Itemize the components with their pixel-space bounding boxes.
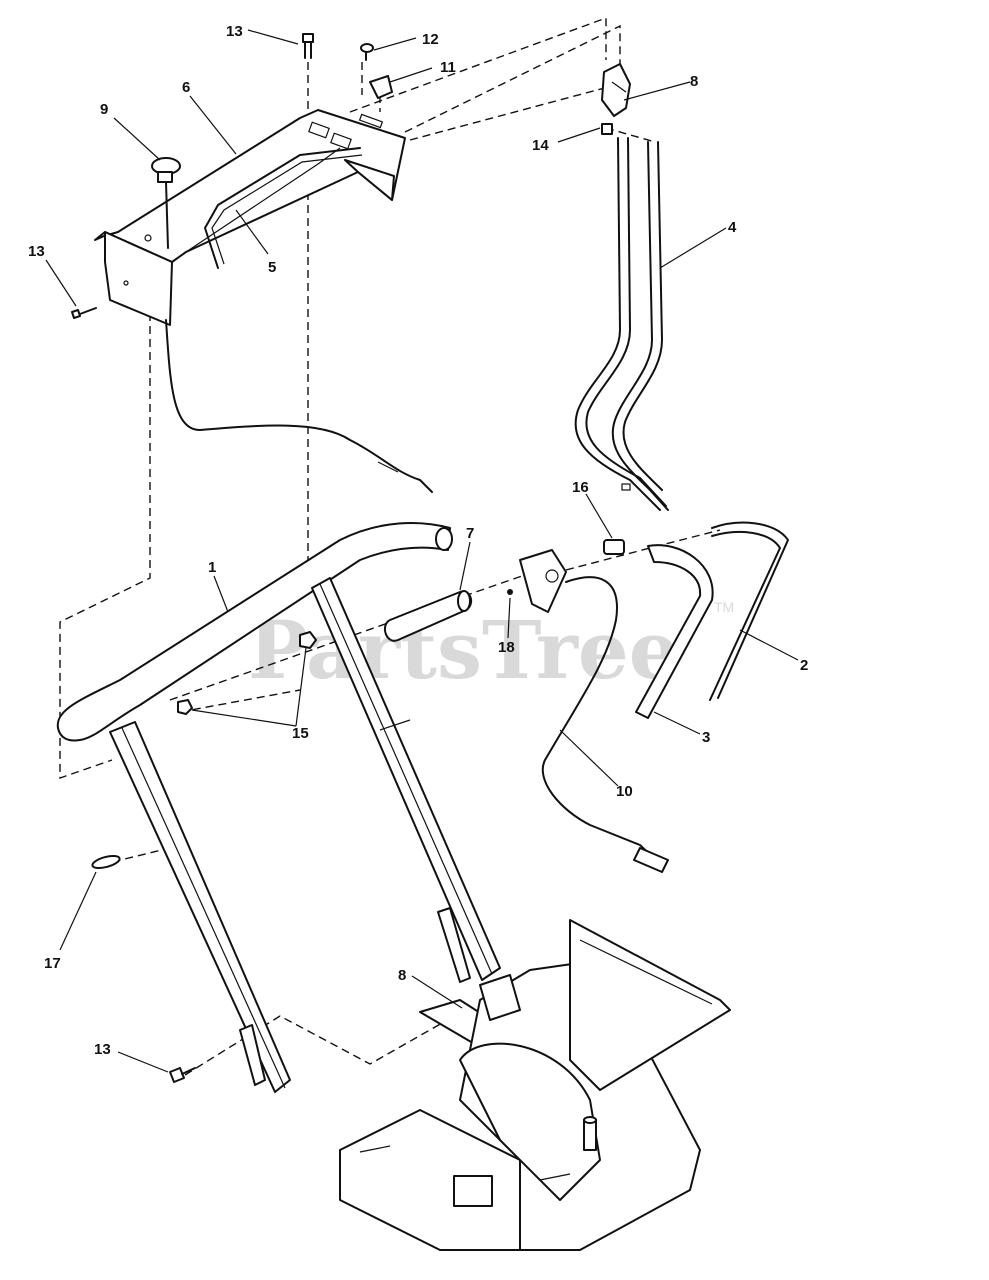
callout-1: 1 [208, 559, 216, 576]
shift-rods [574, 137, 669, 511]
callout-4: 4 [728, 219, 737, 236]
watermark: PartsTree TM [248, 599, 734, 697]
callout-16: 16 [572, 479, 589, 496]
callout-3: 3 [702, 729, 710, 746]
callout-13-left: 13 [28, 243, 45, 260]
clip [91, 854, 121, 870]
callout-labels: 13 12 11 8 6 9 14 4 13 5 16 7 1 18 2 15 … [28, 23, 808, 1058]
control-housing [507, 549, 567, 613]
handle-assembly [56, 522, 501, 1093]
watermark-tm: TM [714, 599, 734, 615]
plug [603, 539, 625, 555]
callout-17: 17 [44, 955, 61, 972]
leader-lines [45, 29, 799, 1073]
callout-9: 9 [100, 101, 108, 118]
frame-housing [339, 919, 731, 1251]
callout-18: 18 [498, 639, 515, 656]
callout-15: 15 [292, 725, 309, 742]
bent-tube [635, 544, 714, 719]
control-cable [165, 319, 433, 493]
callout-11: 11 [440, 59, 456, 76]
callout-5: 5 [268, 259, 276, 276]
callout-2: 2 [800, 657, 808, 674]
watermark-text: PartsTree [248, 603, 680, 697]
callout-6: 6 [182, 79, 190, 96]
bail-rod [711, 521, 789, 699]
control-rod [204, 147, 363, 269]
callout-13-top: 13 [226, 23, 243, 40]
control-panel-bracket [94, 109, 406, 326]
drive-cable [541, 576, 665, 869]
latch-upper [601, 63, 631, 135]
callout-8-top: 8 [690, 73, 698, 90]
callout-13-bottom: 13 [94, 1041, 111, 1058]
hardware-top [302, 33, 393, 99]
callout-10: 10 [616, 783, 633, 800]
callout-12: 12 [422, 31, 439, 48]
callout-8-bottom: 8 [398, 967, 406, 984]
nut [299, 631, 317, 649]
callout-7: 7 [466, 525, 474, 542]
throttle-knob [151, 157, 181, 249]
callout-14: 14 [532, 137, 549, 154]
assembly-dashed-lines [59, 16, 721, 1076]
